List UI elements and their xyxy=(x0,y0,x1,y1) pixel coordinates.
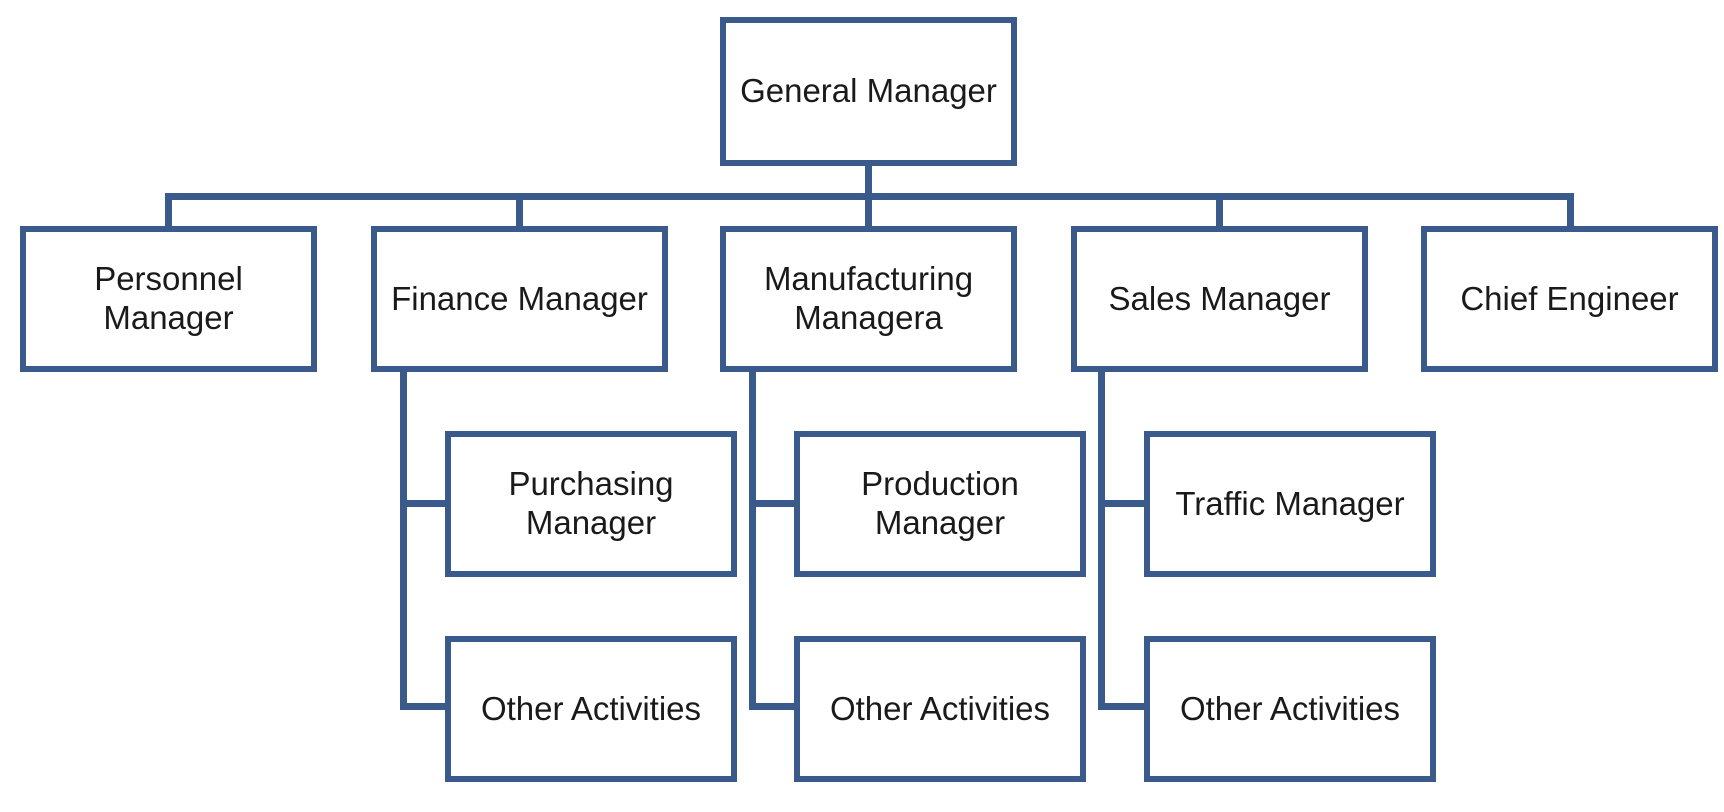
sales-reports-spine xyxy=(1098,369,1105,710)
production-manager-box: Production Manager xyxy=(794,431,1086,577)
sales-manager-box: Sales Manager xyxy=(1071,226,1368,372)
general-manager-label: General Manager xyxy=(740,72,997,110)
personnel-manager-box: Personnel Manager xyxy=(20,226,317,372)
finance-other-activities-box: Other Activities xyxy=(445,636,737,782)
manufacturing-manager-label: Manufacturing Managera xyxy=(763,260,974,336)
general-manager-box: General Manager xyxy=(720,17,1017,166)
manufacturing-reports-spine xyxy=(749,369,756,710)
production-manager-label: Production Manager xyxy=(861,465,1019,541)
traffic-manager-label: Traffic Manager xyxy=(1175,484,1405,522)
finance-reports-spine xyxy=(400,369,407,710)
finance-manager-label: Finance Manager xyxy=(391,279,648,317)
sales-other-activities-label: Other Activities xyxy=(1179,689,1401,727)
traffic-branch-line xyxy=(1098,500,1148,507)
sales-other-branch-line xyxy=(1098,703,1148,710)
manufacturing-other-branch-line xyxy=(749,703,799,710)
manufacturing-manager-box: Manufacturing Managera xyxy=(720,226,1017,372)
finance-other-branch-line xyxy=(400,703,450,710)
sales-manager-label: Sales Manager xyxy=(1108,279,1331,317)
finance-drop-line xyxy=(516,193,523,229)
chief-engineer-drop-line xyxy=(1567,193,1574,229)
root-connector-vertical xyxy=(865,163,872,196)
finance-manager-box: Finance Manager xyxy=(371,226,668,372)
purchasing-manager-label: Purchasing Manager xyxy=(508,465,674,541)
purchasing-manager-box: Purchasing Manager xyxy=(445,431,737,577)
finance-other-activities-label: Other Activities xyxy=(480,689,702,727)
personnel-manager-label: Personnel Manager xyxy=(94,260,243,336)
traffic-manager-box: Traffic Manager xyxy=(1144,431,1436,577)
purchasing-branch-line xyxy=(400,500,450,507)
personnel-drop-line xyxy=(165,193,172,229)
production-branch-line xyxy=(749,500,799,507)
manufacturing-other-activities-box: Other Activities xyxy=(794,636,1086,782)
chief-engineer-box: Chief Engineer xyxy=(1421,226,1718,372)
sales-drop-line xyxy=(1216,193,1223,229)
sales-other-activities-box: Other Activities xyxy=(1144,636,1436,782)
manufacturing-drop-line xyxy=(865,193,872,229)
manufacturing-other-activities-label: Other Activities xyxy=(829,689,1051,727)
chief-engineer-label: Chief Engineer xyxy=(1460,279,1679,317)
